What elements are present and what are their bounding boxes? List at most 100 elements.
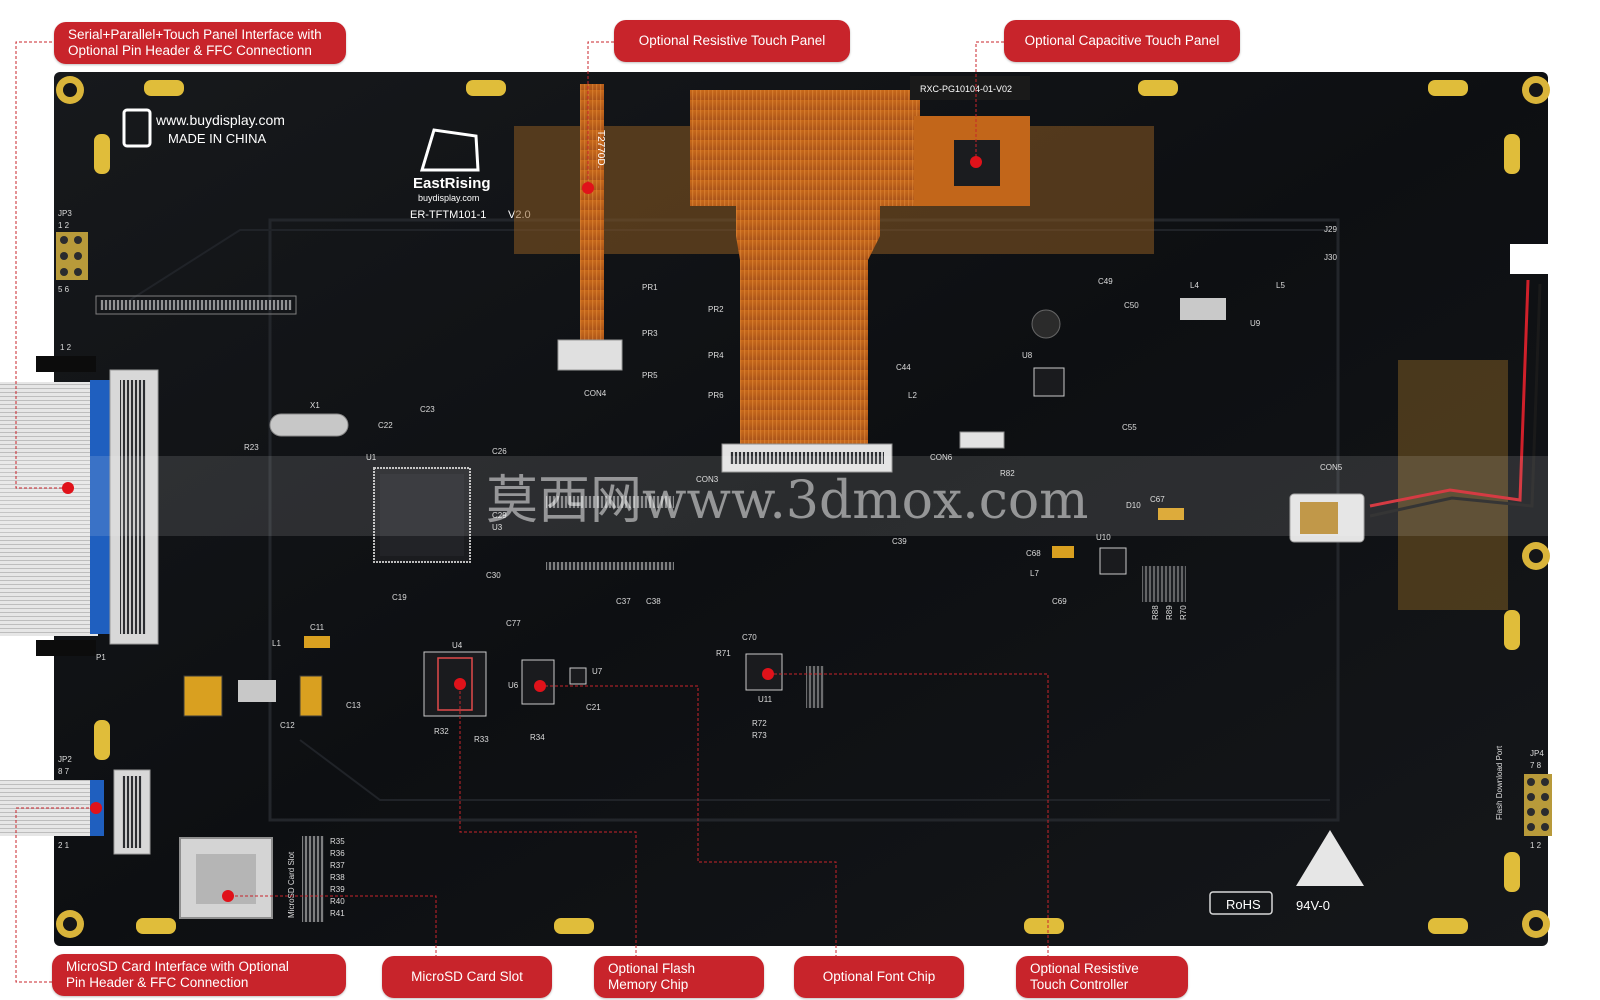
svg-text:C49: C49 [1098, 277, 1113, 286]
svg-text:R36: R36 [330, 849, 345, 858]
svg-text:U10: U10 [1096, 533, 1111, 542]
svg-text:U3: U3 [492, 523, 503, 532]
callout-font-chip: Optional Font Chip [794, 956, 964, 998]
svg-text:R82: R82 [1000, 469, 1015, 478]
watermark-band [0, 456, 1600, 536]
resistive-touch-fpc [580, 84, 604, 340]
svg-text:C22: C22 [378, 421, 393, 430]
svg-text:PR6: PR6 [708, 391, 724, 400]
ribbon-cable-left [0, 382, 98, 636]
svg-text:L2: L2 [908, 391, 917, 400]
svg-text:PR4: PR4 [708, 351, 724, 360]
svg-text:C44: C44 [896, 363, 911, 372]
callout-capacitive-touch-panel: Optional Capacitive Touch Panel [1004, 20, 1240, 62]
svg-text:C55: C55 [1122, 423, 1137, 432]
svg-text:1 2: 1 2 [1530, 841, 1542, 850]
callout-text: Optional Font Chip [822, 969, 936, 984]
svg-text:JP4: JP4 [1530, 749, 1544, 758]
callout-resistive-touch-controller: Optional Resistive Touch Controller [1016, 956, 1188, 998]
callout-text: Optional Resistive Touch Panel [638, 33, 826, 48]
svg-text:R32: R32 [434, 727, 449, 736]
svg-text:L1: L1 [272, 639, 281, 648]
svg-text:U4: U4 [452, 641, 463, 650]
svg-text:R39: R39 [330, 885, 345, 894]
svg-text:R73: R73 [752, 731, 767, 740]
svg-text:RoHS: RoHS [1226, 897, 1261, 912]
callout-text: MicroSD Card Interface with Optional Pin… [66, 959, 289, 990]
svg-text:J30: J30 [1324, 253, 1337, 262]
buydisplay-logo: www.buydisplay.com MADE IN CHINA [122, 108, 285, 148]
svg-text:D10: D10 [1126, 501, 1141, 510]
svg-text:R72: R72 [752, 719, 767, 728]
svg-text:C70: C70 [742, 633, 757, 642]
svg-text:T2770D.: T2770D. [595, 130, 606, 168]
svg-text:R33: R33 [474, 735, 489, 744]
svg-text:C13: C13 [346, 701, 361, 710]
svg-text:www.buydisplay.com: www.buydisplay.com [155, 112, 285, 128]
callout-resistive-touch-panel: Optional Resistive Touch Panel [614, 20, 850, 62]
svg-text:1 2: 1 2 [58, 221, 70, 230]
svg-text:C39: C39 [892, 537, 907, 546]
callout-markers [62, 156, 982, 902]
svg-text:X1: X1 [310, 401, 320, 410]
svg-text:PR2: PR2 [708, 305, 724, 314]
svg-text:R34: R34 [530, 733, 545, 742]
callout-text: Optional Capacitive Touch Panel [1024, 33, 1220, 48]
svg-text:R37: R37 [330, 861, 345, 870]
svg-text:PR3: PR3 [642, 329, 658, 338]
svg-text:J29: J29 [1324, 225, 1337, 234]
svg-text:C12: C12 [280, 721, 295, 730]
svg-text:1 2: 1 2 [60, 343, 72, 352]
svg-text:C77: C77 [506, 619, 521, 628]
svg-text:U8: U8 [1022, 351, 1033, 360]
callout-text: Optional Resistive Touch Controller [1030, 961, 1139, 992]
svg-text:U1: U1 [366, 453, 377, 462]
callout-microsd-slot: MicroSD Card Slot [382, 956, 552, 998]
svg-text:U6: U6 [508, 681, 519, 690]
svg-text:C21: C21 [586, 703, 601, 712]
callout-flash-memory-chip: Optional Flash Memory Chip [594, 956, 764, 998]
gold-tabs [94, 80, 1520, 934]
svg-text:C38: C38 [646, 597, 661, 606]
callout-serial-parallel-interface: Serial+Parallel+Touch Panel Interface wi… [54, 22, 346, 64]
svg-text:R71: R71 [716, 649, 731, 658]
svg-text:R70: R70 [1179, 605, 1188, 620]
svg-text:R40: R40 [330, 897, 345, 906]
rohs-mark [1209, 891, 1273, 915]
svg-text:L5: L5 [1276, 281, 1285, 290]
svg-text:U7: U7 [592, 667, 603, 676]
svg-text:C30: C30 [486, 571, 501, 580]
svg-text:P1: P1 [96, 653, 106, 662]
svg-text:CON5: CON5 [1320, 463, 1343, 472]
svg-text:C68: C68 [1026, 549, 1041, 558]
callout-microsd-interface: MicroSD Card Interface with Optional Pin… [52, 954, 346, 996]
svg-text:PR1: PR1 [642, 283, 658, 292]
svg-text:R35: R35 [330, 837, 345, 846]
svg-text:5 6: 5 6 [58, 285, 70, 294]
svg-text:C67: C67 [1150, 495, 1165, 504]
svg-text:CON4: CON4 [584, 389, 607, 398]
svg-text:CON3: CON3 [696, 475, 719, 484]
callout-text: MicroSD Card Slot [411, 969, 523, 984]
svg-text:MicroSD Card Slot: MicroSD Card Slot [287, 851, 296, 918]
svg-text:PR5: PR5 [642, 371, 658, 380]
leader-lines [15, 41, 1049, 983]
svg-text:C11: C11 [310, 623, 325, 632]
watermark: 莫西网www.3dmox.com [486, 471, 1088, 531]
svg-text:C29: C29 [492, 511, 507, 520]
svg-text:Flash Download Port: Flash Download Port [1495, 745, 1504, 820]
svg-text:7 8: 7 8 [1530, 761, 1542, 770]
display-fpc [690, 90, 920, 206]
svg-text:C50: C50 [1124, 301, 1139, 310]
ul-mark: 94V-0 [1296, 898, 1330, 913]
svg-text:ER-TFTM101-1: ER-TFTM101-1 [410, 209, 486, 221]
svg-text:R38: R38 [330, 873, 345, 882]
svg-text:8 7: 8 7 [58, 767, 70, 776]
pcb-board [54, 72, 1548, 946]
svg-text:C23: C23 [420, 405, 435, 414]
svg-text:JP3: JP3 [58, 209, 72, 218]
svg-text:EastRising: EastRising [413, 175, 491, 192]
callout-text: Optional Flash Memory Chip [608, 961, 696, 992]
